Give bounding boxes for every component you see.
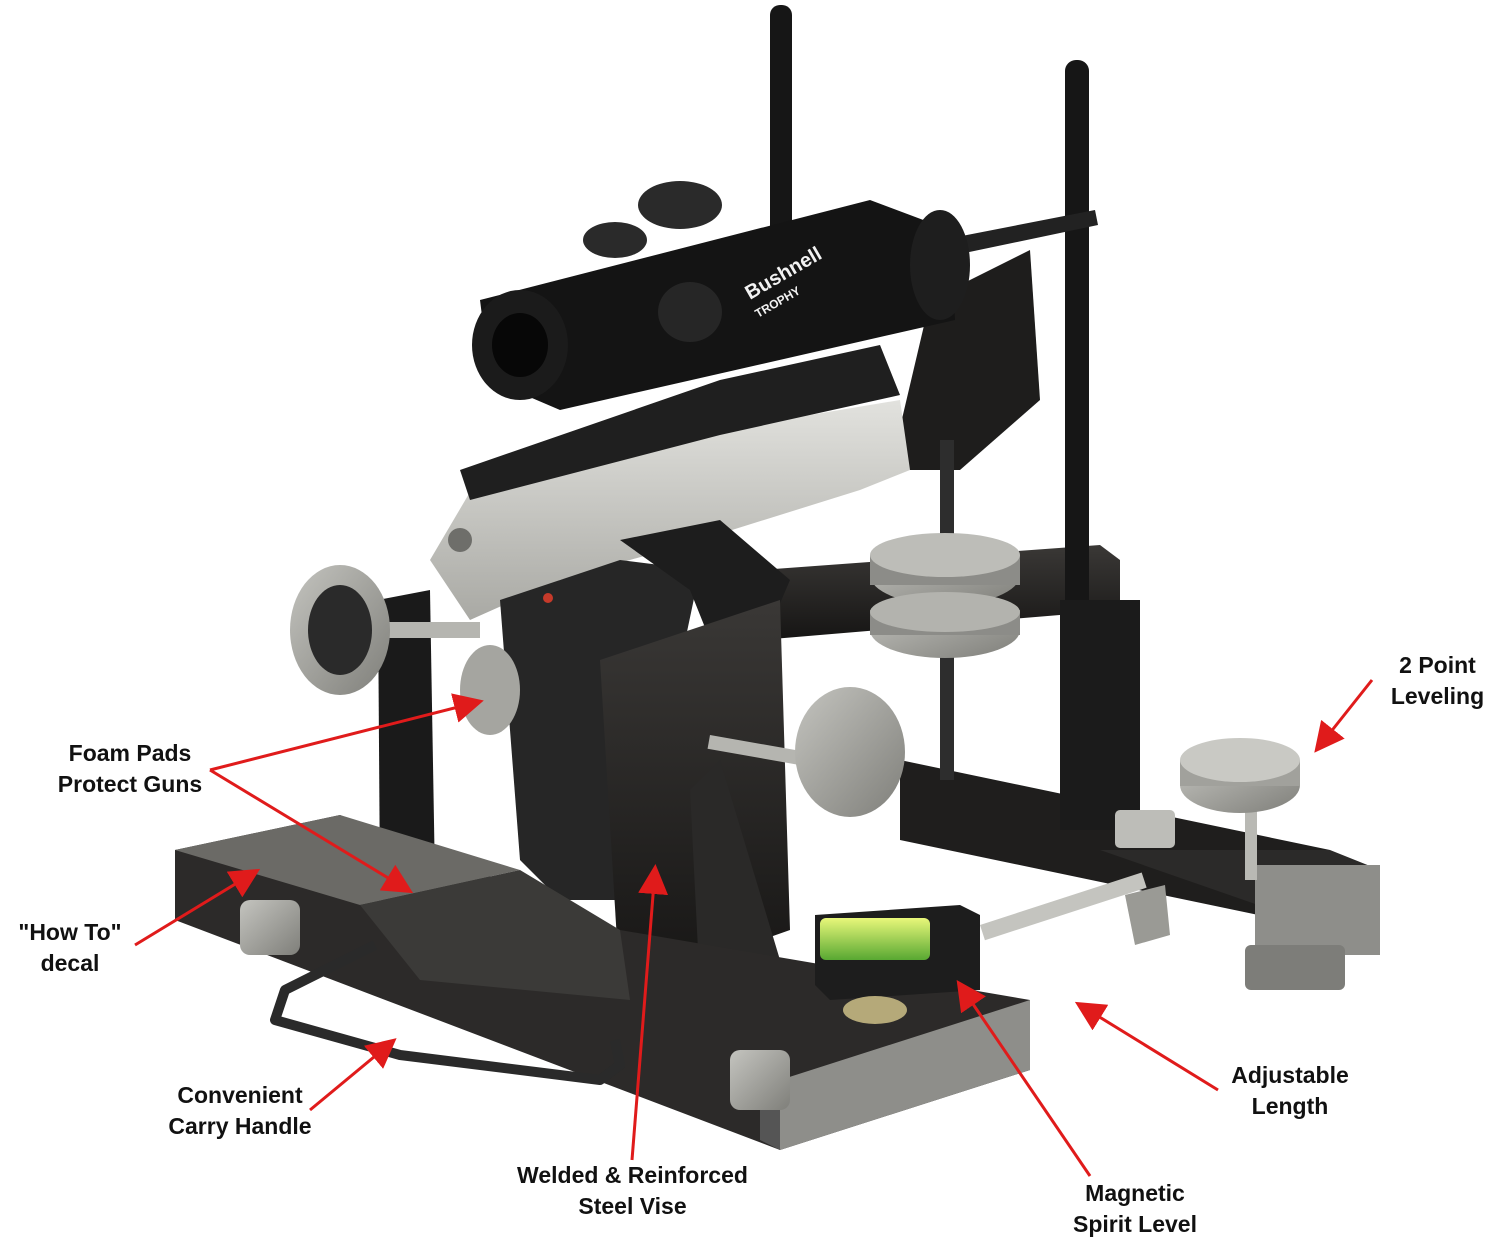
label-carry-handle: Convenient Carry Handle (168, 1082, 312, 1139)
arrow-spirit-level (956, 980, 1092, 1177)
elevation-knobs (870, 533, 1020, 658)
arrow-steel-vise (630, 864, 669, 1161)
label-steel-vise: Welded & Reinforced Steel Vise (517, 1162, 748, 1219)
rear-rail (760, 545, 1380, 990)
arrow-two-point-leveling (1314, 679, 1374, 753)
label-spirit-level: Magnetic Spirit Level (1073, 1180, 1197, 1237)
callout-arrows (134, 679, 1374, 1177)
adjustable-length-rod (980, 872, 1170, 945)
red-dot-scope: Bushnell TROPHY (472, 181, 970, 410)
arrow-how-to-decal (134, 868, 261, 947)
carry-handle (270, 940, 625, 1085)
arrow-foam-pad-1 (209, 693, 484, 772)
base-rail (175, 815, 1030, 1150)
left-clamp (290, 565, 520, 890)
label-foam-pads: Foam Pads Protect Guns (57, 740, 203, 797)
label-how-to-decal: "How To" decal (18, 919, 122, 976)
arrow-adjustable-length (1074, 1001, 1219, 1092)
arrow-foam-pad-2 (209, 768, 414, 894)
leveling-knob (1115, 738, 1300, 880)
arrow-carry-handle (309, 1038, 397, 1112)
spirit-level (815, 905, 980, 1024)
label-two-point-leveling: 2 Point Leveling (1390, 652, 1485, 709)
label-adjustable-length: Adjustable Length (1231, 1062, 1349, 1119)
